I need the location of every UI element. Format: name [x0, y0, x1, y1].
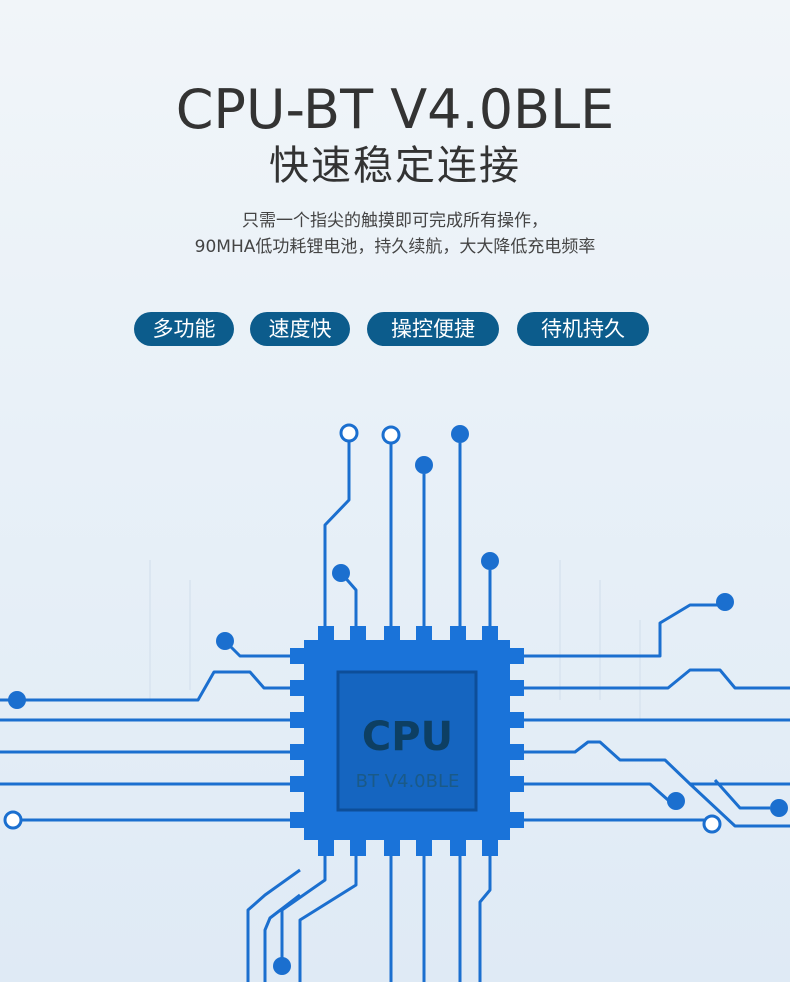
feature-pill-long-standby: 待机持久	[517, 312, 649, 346]
chip-pins	[290, 626, 524, 856]
page-subtitle: 快速稳定连接	[269, 143, 521, 189]
chip-core	[336, 670, 478, 812]
feature-pill-multifunction: 多功能	[134, 312, 234, 346]
background-faint-traces	[149, 560, 641, 720]
feature-pill-fast: 速度快	[250, 312, 350, 346]
description-line-2: 90MHA低功耗锂电池，持久续航，大大降低充电频率	[194, 237, 596, 257]
description: 只需一个指尖的触摸即可完成所有操作， 90MHA低功耗锂电池，持久续航，大大降低…	[0, 208, 790, 260]
chip-sublabel: BT V4.0BLE	[355, 771, 460, 792]
chip-label: CPU	[361, 714, 454, 760]
feature-pill-easy-control: 操控便捷	[367, 312, 499, 346]
trace-endpoints-filled	[8, 425, 788, 975]
circuit-traces	[0, 442, 790, 982]
trace-endpoints-hollow	[3, 423, 722, 834]
description-line-1: 只需一个指尖的触摸即可完成所有操作，	[242, 211, 548, 231]
page-title: CPU-BT V4.0BLE	[175, 78, 615, 141]
